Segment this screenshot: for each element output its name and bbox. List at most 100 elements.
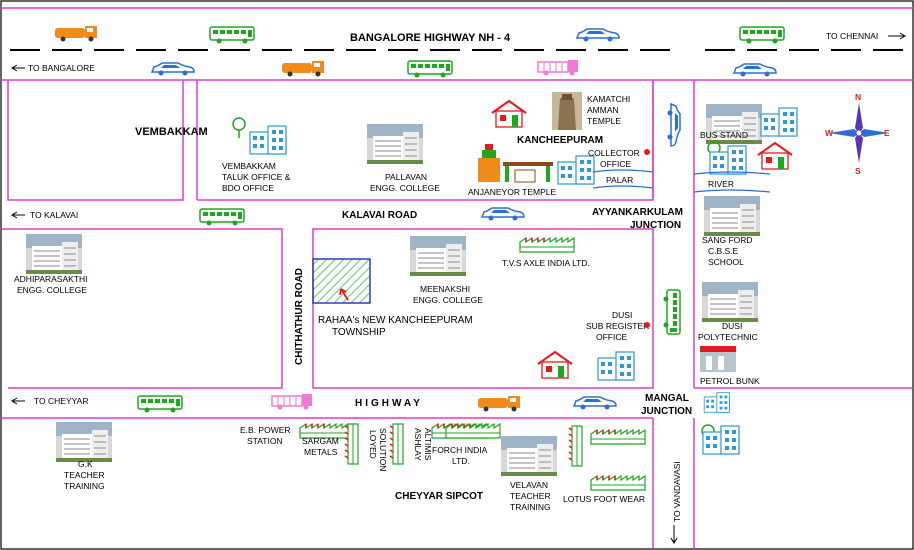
meenakshi-line2: ENGG. COLLEGE bbox=[413, 295, 483, 305]
dusi-poly-line1: DUSI bbox=[722, 321, 742, 331]
school-photo bbox=[703, 195, 761, 237]
bus-icon bbox=[407, 60, 453, 79]
vembakkam-taluk-line2: TALUK OFFICE & bbox=[222, 172, 291, 182]
river-label: RIVER bbox=[708, 179, 734, 189]
river bbox=[693, 171, 771, 193]
dusi-sub-line2: SUB REGISTER bbox=[586, 321, 649, 331]
car-icon bbox=[481, 207, 525, 222]
polytechnic-photo bbox=[701, 281, 759, 323]
car-icon bbox=[151, 62, 195, 77]
gk-line1: G.K bbox=[78, 459, 93, 469]
factory-icon bbox=[389, 423, 404, 465]
truck-icon bbox=[55, 26, 97, 42]
forch-line1: FORCH INDIA bbox=[432, 445, 488, 455]
arrow-left-icon bbox=[11, 211, 25, 219]
office-building-icon bbox=[597, 351, 635, 381]
sangford-line3: SCHOOL bbox=[708, 257, 744, 267]
arrow-left-icon bbox=[11, 397, 25, 405]
compass-e: E bbox=[884, 128, 890, 138]
gk-line3: TRAINING bbox=[64, 481, 105, 491]
anjaneyor-label: ANJANEYOR TEMPLE bbox=[468, 187, 557, 197]
vembakkam-label: VEMBAKKAM bbox=[135, 126, 208, 138]
dusi-sub-line1: DUSI bbox=[612, 310, 632, 320]
velavan-line3: TRAINING bbox=[510, 502, 551, 512]
lotus-label: LOTUS FOOT WEAR bbox=[563, 494, 645, 504]
compass-n: N bbox=[855, 92, 861, 102]
location-marker-icon bbox=[644, 149, 650, 155]
to-chennai-label: TO CHENNAI bbox=[826, 31, 878, 41]
bus-icon bbox=[739, 26, 785, 45]
bus-icon bbox=[209, 26, 255, 45]
pallavan-line2: ENGG. COLLEGE bbox=[370, 183, 440, 193]
pallavan-line1: PALLAVAN bbox=[385, 172, 427, 182]
bus-icon bbox=[199, 208, 245, 227]
car-icon bbox=[733, 63, 777, 78]
college-photo bbox=[500, 435, 558, 477]
arrow-down-icon bbox=[670, 525, 678, 544]
gk-line2: TEACHER bbox=[64, 470, 105, 480]
dusi-sub-line3: OFFICE bbox=[596, 332, 627, 342]
palar-label: PALAR bbox=[606, 175, 633, 185]
car-icon bbox=[573, 396, 617, 411]
factory-icon bbox=[568, 425, 583, 467]
arrow-left-icon bbox=[11, 64, 25, 72]
factory-icon bbox=[590, 475, 646, 491]
truck-icon bbox=[478, 396, 520, 412]
dusi-poly-line2: POLYTECHNIC bbox=[698, 332, 758, 342]
office-building-icon bbox=[249, 125, 287, 155]
township-line2: TOWNSHIP bbox=[332, 327, 386, 338]
petrol-bunk-label: PETROL BUNK bbox=[700, 376, 760, 386]
factory-icon bbox=[445, 423, 501, 439]
truck-icon bbox=[282, 61, 324, 77]
eb-line2: STATION bbox=[247, 436, 283, 446]
mangal-junction-line1: MANGAL bbox=[645, 393, 689, 404]
compass-w: W bbox=[825, 128, 834, 138]
office-building-icon bbox=[760, 107, 798, 137]
sangford-line1: SANG FORD bbox=[702, 235, 753, 245]
highway-top-label: BANGALORE HIGHWAY NH - 4 bbox=[350, 32, 511, 44]
college-photo bbox=[366, 123, 424, 165]
house-icon bbox=[757, 142, 793, 170]
office-building-icon bbox=[702, 425, 740, 455]
to-cheyyar-label: TO CHEYYAR bbox=[34, 396, 88, 406]
loyed-line2: SOLUTION bbox=[378, 428, 388, 471]
pink-truck-icon bbox=[271, 393, 313, 411]
location-marker-icon bbox=[644, 322, 650, 328]
pink-truck-icon bbox=[537, 59, 579, 77]
office-building-icon bbox=[703, 392, 730, 413]
car-icon bbox=[666, 103, 681, 147]
ayyankarkulam-junction-line2: JUNCTION bbox=[630, 220, 681, 231]
arrow-pointer-icon bbox=[339, 288, 349, 301]
eb-line1: E.B. POWER bbox=[240, 425, 291, 435]
kamatchi-line1: KAMATCHI bbox=[587, 94, 630, 104]
anjaneyor-temple-icon bbox=[478, 144, 553, 183]
chithathur-road-label: CHITHATHUR ROAD bbox=[294, 268, 305, 365]
compass-rose bbox=[829, 103, 889, 163]
sargam-line2: METALS bbox=[304, 447, 338, 457]
meenakshi-line1: MEENAKSHI bbox=[420, 284, 470, 294]
office-building-icon bbox=[709, 145, 747, 175]
vembakkam-taluk-line3: BDO OFFICE bbox=[222, 183, 274, 193]
forch-line2: LTD. bbox=[452, 456, 470, 466]
velavan-line1: VELAVAN bbox=[510, 480, 548, 490]
arrow-right-icon bbox=[888, 32, 906, 40]
collector-line2: OFFICE bbox=[600, 159, 631, 169]
ayyankarkulam-junction-line1: AYYANKARKULAM bbox=[592, 207, 683, 218]
bus-icon bbox=[662, 289, 681, 335]
to-bangalore-label: TO BANGALORE bbox=[28, 63, 95, 73]
highway-mid-label: HIGHWAY bbox=[355, 398, 423, 409]
township-line1: RAHAA's NEW KANCHEEPURAM bbox=[318, 315, 473, 326]
office-building-icon bbox=[557, 155, 595, 185]
sargam-line1: SARGAM bbox=[302, 436, 339, 446]
vembakkam-taluk-line1: VEMBAKKAM bbox=[222, 161, 276, 171]
house-icon bbox=[491, 100, 527, 128]
palar-river bbox=[592, 169, 654, 189]
kamatchi-line3: TEMPLE bbox=[587, 116, 621, 126]
temple-gopuram-photo bbox=[552, 92, 582, 130]
to-kalavai-label: TO KALAVAI bbox=[30, 210, 78, 220]
township-plot[interactable] bbox=[312, 258, 371, 304]
petrol-bunk-photo bbox=[700, 346, 736, 372]
kalavai-road-label: KALAVAI ROAD bbox=[342, 210, 417, 221]
